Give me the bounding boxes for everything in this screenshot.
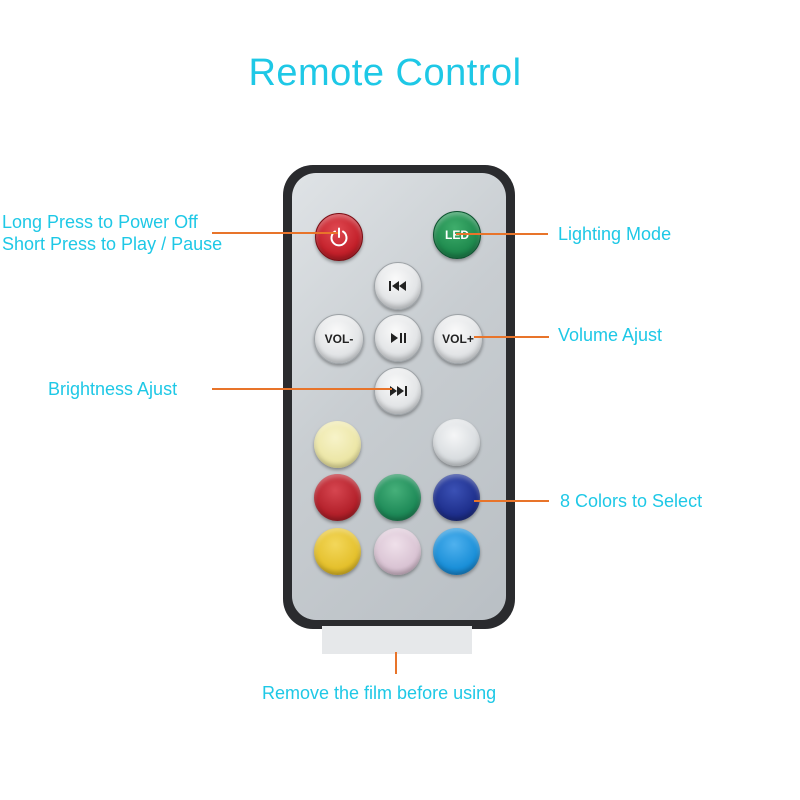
- power-icon: [330, 227, 348, 247]
- colors-leader-line: [474, 500, 549, 502]
- volume-up-button[interactable]: VOL+: [433, 314, 483, 364]
- film-label: Remove the film before using: [262, 683, 497, 703]
- volume-up-label: VOL+: [442, 332, 474, 346]
- power-leader-line: [212, 232, 338, 234]
- volume-label: Volume Ajust: [558, 325, 663, 345]
- volume-down-label: VOL-: [324, 332, 354, 346]
- color-button-red[interactable]: [314, 474, 361, 521]
- power-label-line2: Short Press to Play / Pause: [2, 234, 223, 254]
- color-button-white[interactable]: [433, 419, 480, 466]
- color-button-sky-blue[interactable]: [433, 528, 480, 575]
- power-button[interactable]: [315, 213, 363, 261]
- lighting-mode-button[interactable]: LED: [433, 211, 481, 259]
- play-pause-icon: [391, 333, 406, 343]
- next-track-button[interactable]: [374, 367, 422, 415]
- next-track-icon: [390, 386, 407, 396]
- previous-track-button[interactable]: [374, 262, 422, 310]
- previous-track-icon: [389, 281, 406, 291]
- color-button-yellow[interactable]: [314, 528, 361, 575]
- volume-leader-line: [474, 336, 549, 338]
- color-button-light-yellow[interactable]: [314, 421, 361, 468]
- color-button-blue[interactable]: [433, 474, 480, 521]
- play-pause-button[interactable]: [374, 314, 422, 362]
- color-button-pink[interactable]: [374, 528, 421, 575]
- colors-label: 8 Colors to Select: [560, 491, 703, 511]
- brightness-label: Brightness Ajust: [48, 379, 178, 399]
- protective-film: [322, 626, 472, 654]
- page-title: Remote Control: [248, 52, 522, 94]
- lighting-mode-leader-line: [456, 233, 548, 235]
- volume-down-button[interactable]: VOL-: [314, 314, 364, 364]
- power-label-line1: Long Press to Power Off: [2, 212, 198, 232]
- color-button-green[interactable]: [374, 474, 421, 521]
- lighting-mode-label: Lighting Mode: [558, 224, 672, 244]
- brightness-leader-line: [212, 388, 392, 390]
- film-leader-line: [395, 652, 397, 674]
- led-button-label: LED: [445, 228, 469, 242]
